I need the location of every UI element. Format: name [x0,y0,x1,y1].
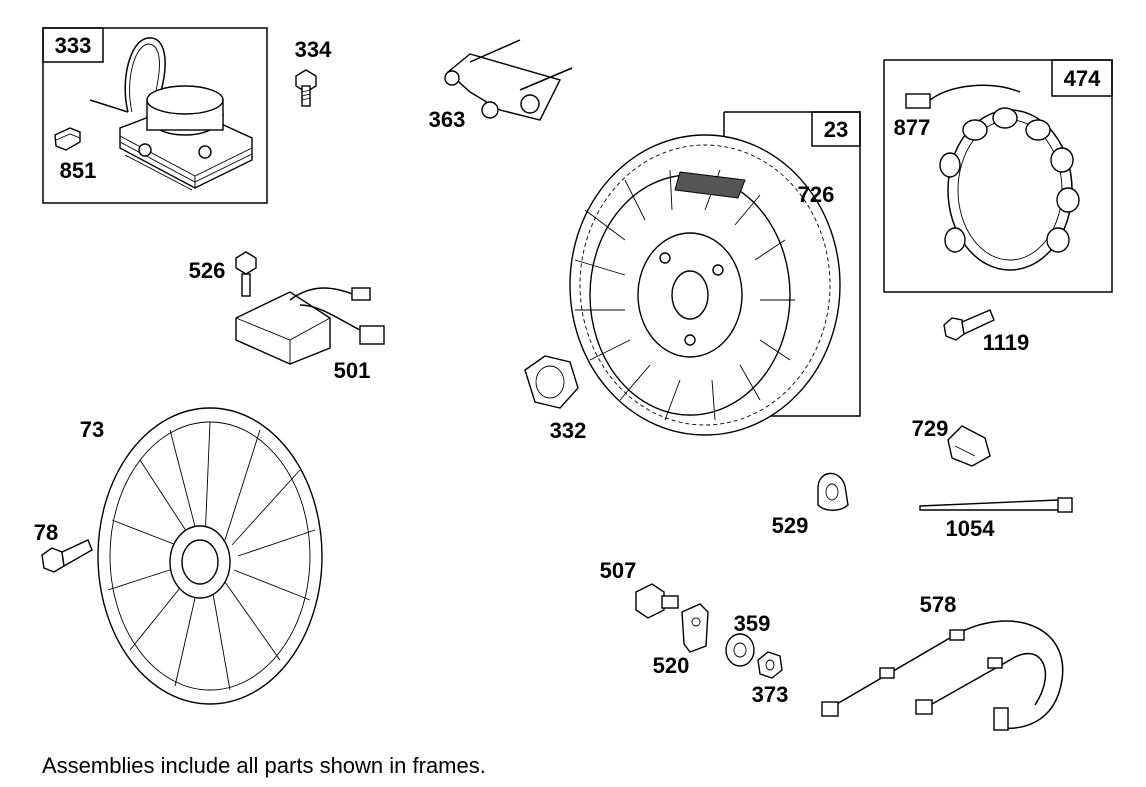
part-373-nut [757,651,783,679]
label-729: 729 [912,416,949,441]
frame-474: 474 [883,59,1113,293]
label-507: 507 [600,558,637,583]
label-73: 73 [80,417,104,442]
part-334-bolt [295,69,317,107]
label-1119: 1119 [983,330,1030,355]
part-1054-tie [919,497,1073,513]
label-851: 851 [60,158,97,183]
part-578-harness [821,620,1064,731]
label-726: 726 [798,182,835,207]
label-359: 359 [734,611,771,636]
label-529: 529 [772,513,809,538]
label-78: 78 [34,520,58,545]
frame-label-23: 23 [824,117,848,142]
label-520: 520 [653,653,690,678]
part-73-housing [97,407,323,705]
part-529-grommet [817,472,849,511]
part-729-clip [947,425,991,467]
part-332-nut [524,355,579,409]
stator-drawing [905,84,1080,271]
armature-drawing [89,37,253,191]
label-373: 373 [752,682,789,707]
label-526: 526 [189,258,226,283]
frame-333: 333 [42,27,268,204]
part-507-terminal [635,583,679,619]
part-359-washer [725,633,755,667]
footer-note: Assemblies include all parts shown in fr… [42,753,486,778]
part-501-module [235,287,385,365]
label-501: 501 [334,358,371,383]
label-877: 877 [894,115,931,140]
frame-label-474: 474 [1064,66,1101,91]
label-363: 363 [429,107,466,132]
part-1119-bolt [943,309,995,341]
flywheel-drawing [569,134,841,436]
label-332: 332 [550,418,587,443]
label-334: 334 [295,37,332,62]
part-851-drawing [54,127,81,151]
label-578: 578 [920,592,957,617]
part-78-bolt [41,539,93,573]
label-1054: 1054 [946,516,996,541]
part-520-bracket [681,603,709,653]
frame-label-333: 333 [55,33,92,58]
part-363-bracket [444,39,573,121]
part-526-screw [235,251,257,297]
frame-23: 23 [723,111,861,417]
